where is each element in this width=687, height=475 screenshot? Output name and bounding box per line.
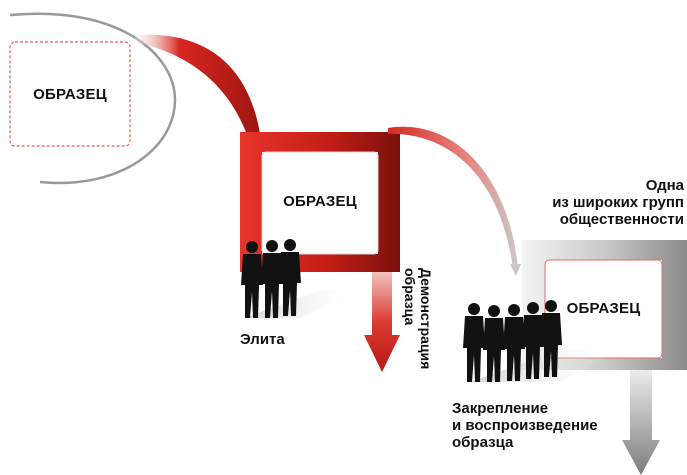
transfer-arrow-2: [388, 126, 518, 268]
demonstration-label: Демонстрация образца: [402, 268, 434, 443]
group-label-line1: Одна: [645, 177, 684, 194]
elite-shadow: [245, 290, 360, 318]
group-label-line3: общественности: [559, 211, 684, 228]
consolidation-label-line2: и воспроизведение: [452, 417, 598, 434]
elite-box-label: ОБРАЗЕЦ: [283, 193, 357, 210]
consolidation-arrow: [622, 370, 660, 475]
demonstration-arrow: [364, 272, 400, 372]
group-label-line2: из широких групп: [552, 194, 684, 211]
elite-frame-inner: [261, 151, 379, 255]
source-box-label: ОБРАЗЕЦ: [33, 86, 107, 103]
group-box-label: ОБРАЗЕЦ: [566, 300, 641, 317]
consolidation-label-line3: образца: [452, 434, 514, 451]
transfer-arrow-2-head: [510, 264, 521, 276]
source-dashed-box: [9, 41, 131, 147]
consolidation-label: Закрепление и воспроизведение образца: [452, 400, 598, 451]
demonstration-label-line1: Демонстрация: [418, 268, 434, 370]
elite-people-icon: [241, 239, 301, 318]
consolidation-label-line1: Закрепление: [452, 400, 549, 417]
group-label: Одна из широких групп общественности: [552, 177, 684, 228]
source-arc: [9, 12, 177, 185]
group-people-icon: [463, 300, 562, 382]
demonstration-label-line2: образца: [402, 268, 418, 326]
transfer-arrow-1: [135, 34, 262, 182]
elite-label: Элита: [240, 331, 285, 348]
